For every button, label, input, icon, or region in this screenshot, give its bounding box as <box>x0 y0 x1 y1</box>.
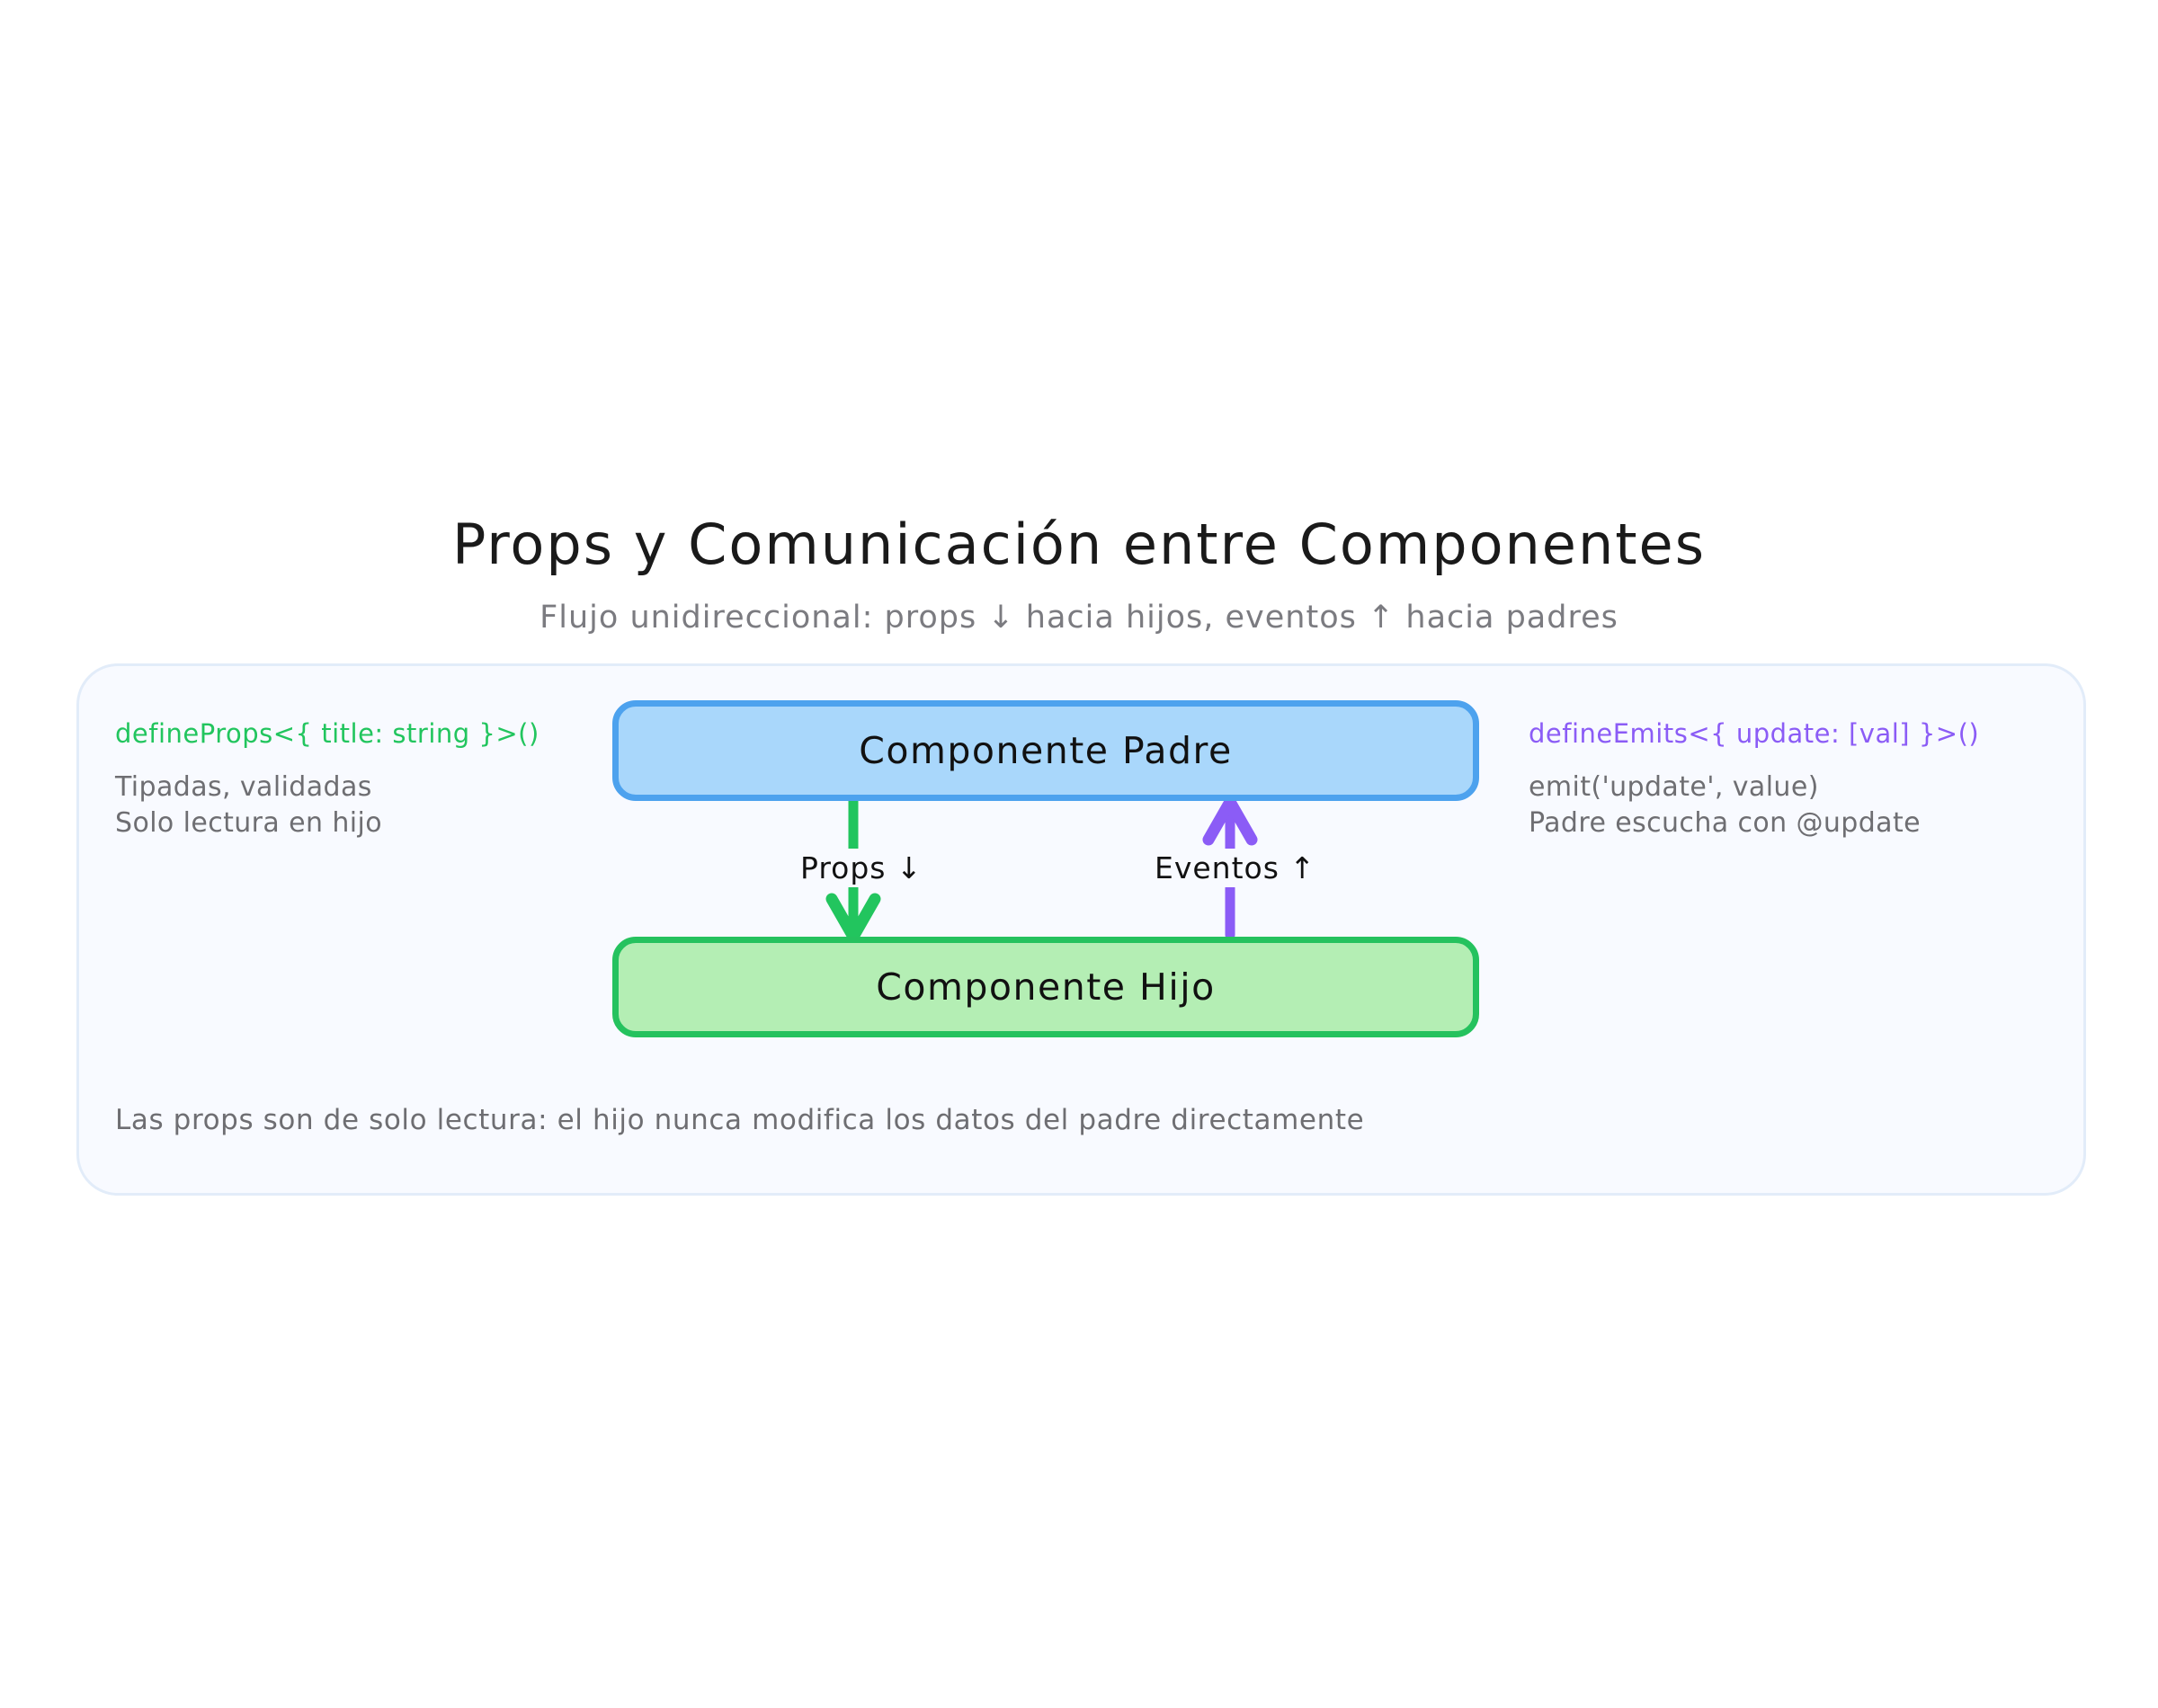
node-componente-padre[interactable]: Componente Padre <box>612 700 1479 801</box>
page-header: Props y Comunicación entre Componentes F… <box>0 517 2158 636</box>
define-emits-code: defineEmits<{ update: [val] }>() <box>1529 718 1980 749</box>
define-props-code: defineProps<{ title: string }>() <box>115 718 540 749</box>
annotation-left: defineProps<{ title: string }>() Tipadas… <box>115 717 601 841</box>
annotation-left-line-1: Tipadas, validadas <box>115 771 372 804</box>
annotation-left-line-2: Solo lectura en hijo <box>115 806 382 839</box>
annotation-right-lines: emit('update', value) Padre escucha con … <box>1529 769 2068 841</box>
annotation-left-lines: Tipadas, validadas Solo lectura en hijo <box>115 769 601 841</box>
annotation-right-line-2: Padre escucha con @update <box>1529 806 1921 839</box>
node-componente-hijo[interactable]: Componente Hijo <box>612 937 1479 1037</box>
annotation-right-line-1: emit('update', value) <box>1529 771 1819 804</box>
annotation-right: defineEmits<{ update: [val] }>() emit('u… <box>1529 717 2068 841</box>
page-subtitle: Flujo unidireccional: props ↓ hacia hijo… <box>540 600 1618 636</box>
footnote: Las props son de solo lectura: el hijo n… <box>115 1104 1365 1136</box>
page-title: Props y Comunicación entre Componentes <box>451 512 1706 577</box>
node-parent-label: Componente Padre <box>859 729 1233 772</box>
edge-label-props: Props ↓ <box>789 849 933 887</box>
edge-label-eventos: Eventos ↑ <box>1144 849 1327 887</box>
node-child-label: Componente Hijo <box>876 965 1216 1009</box>
